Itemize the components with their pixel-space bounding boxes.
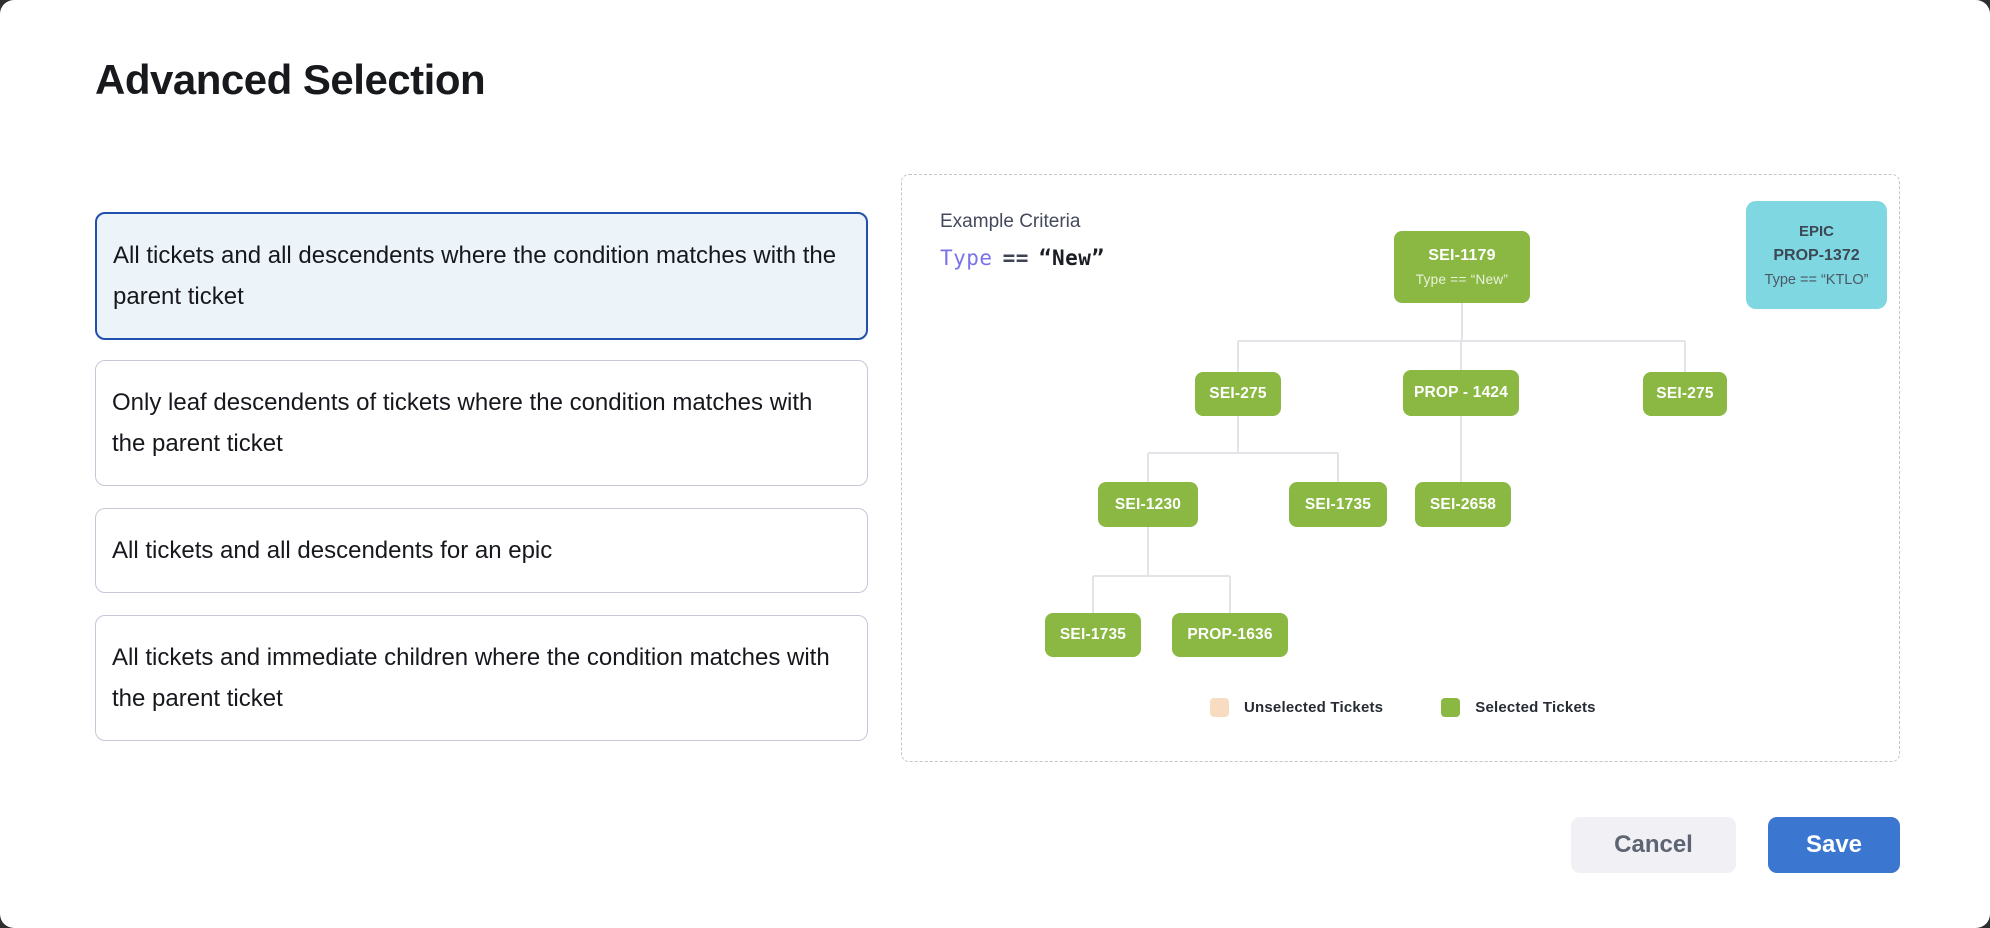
save-button[interactable]: Save <box>1768 817 1900 873</box>
example-criteria-block: Example Criteria Type == “New” <box>940 211 1105 270</box>
criteria-field: Type <box>940 246 993 270</box>
selected-tickets-label: Selected Tickets <box>1475 699 1596 716</box>
tree-node: PROP-1636 <box>1172 613 1288 657</box>
cancel-button[interactable]: Cancel <box>1571 817 1736 873</box>
tree-node: SEI-1230 <box>1098 482 1198 527</box>
option-immediate-children-condition[interactable]: All tickets and immediate children where… <box>95 615 868 741</box>
tree-node: PROP - 1424 <box>1403 370 1519 416</box>
criteria-value: “New” <box>1038 246 1105 270</box>
epic-ticket-id: PROP-1372 <box>1773 246 1860 264</box>
option-leaf-descendents-condition[interactable]: Only leaf descendents of tickets where t… <box>95 360 868 486</box>
option-label: Only leaf descendents of tickets where t… <box>112 389 813 457</box>
example-criteria-expression: Type == “New” <box>940 246 1105 270</box>
legend: Unselected Tickets Selected Tickets <box>1210 698 1596 717</box>
option-all-descendents-condition[interactable]: All tickets and all descendents where th… <box>95 212 868 340</box>
option-label: All tickets and all descendents for an e… <box>112 537 553 564</box>
tree-node-criteria: Type == “New” <box>1415 272 1509 287</box>
option-label: All tickets and all descendents where th… <box>113 242 837 310</box>
tree-node-label: SEI-1179 <box>1428 247 1496 264</box>
epic-criteria: Type == “KTLO” <box>1764 271 1869 288</box>
example-panel: Example Criteria Type == “New” EPIC PROP-1… <box>901 174 1900 762</box>
page-title: Advanced Selection <box>95 56 486 103</box>
tree-node: SEI-1735 <box>1289 482 1387 527</box>
tree-node: SEI-2658 <box>1415 482 1511 527</box>
epic-card: EPIC PROP-1372 Type == “KTLO” <box>1746 201 1887 309</box>
selected-tickets-swatch <box>1441 698 1461 717</box>
tree-node: SEI-275 <box>1643 372 1727 416</box>
tree-node-root: SEI-1179 Type == “New” <box>1394 231 1530 303</box>
example-criteria-heading: Example Criteria <box>940 211 1081 232</box>
tree-node: SEI-1735 <box>1045 613 1141 657</box>
criteria-operator: == <box>1002 246 1029 270</box>
option-all-descendents-epic[interactable]: All tickets and all descendents for an e… <box>95 508 868 593</box>
tree-node: SEI-275 <box>1195 372 1281 416</box>
option-label: All tickets and immediate children where… <box>112 644 830 712</box>
epic-type-label: EPIC <box>1798 222 1834 240</box>
unselected-tickets-label: Unselected Tickets <box>1244 699 1384 716</box>
unselected-tickets-swatch <box>1210 698 1229 717</box>
